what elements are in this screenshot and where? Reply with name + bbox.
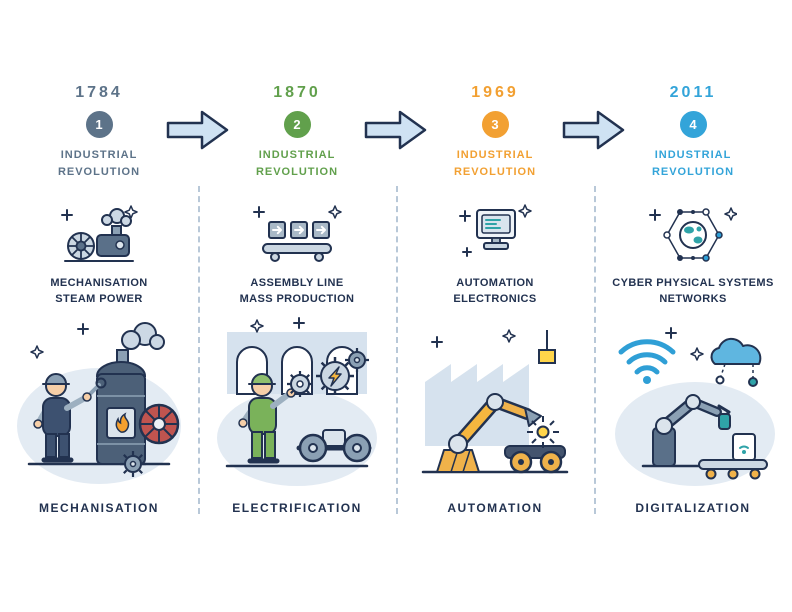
revolution-title-line1: INDUSTRIAL [258,149,336,161]
column-gap [166,84,229,515]
axle-machine [296,428,372,463]
revolution-title-line1: INDUSTRIAL [60,149,138,161]
revolution-number: 4 [689,117,697,132]
steam-smoke [121,321,165,350]
dashed-divider [594,186,596,514]
illustration-box [13,312,185,495]
year-label: 1870 [273,84,321,101]
gear-with-bolt [316,347,369,395]
conveyor-belt [698,458,768,480]
feature-line1: ASSEMBLY LINE [250,277,344,289]
network-globe-icon [649,207,737,262]
revolution-number-badge: 3 [481,111,509,138]
worker [238,370,313,464]
steam-engine-icon [61,205,138,262]
stage-caption: DIGITALIZATION [635,500,751,515]
column-digitalization: 2011 4 INDUSTRIAL REVOLUTION [605,84,781,515]
revolution-title: INDUSTRIAL REVOLUTION [652,147,734,180]
revolution-number-badge: 1 [85,111,113,138]
revolution-title: INDUSTRIAL REVOLUTION [454,147,536,180]
feature-icon [649,202,737,268]
feature-line2: STEAM POWER [55,292,143,305]
column-mechanisation: 1784 1 INDUSTRIAL REVOLUTION [11,84,187,515]
car-chassis [504,444,566,474]
revolution-title-line2: REVOLUTION [453,165,537,178]
welding-spark [527,415,559,448]
arrow-right-icon [364,110,427,150]
feature-label: MECHANISATION STEAM POWER [50,276,147,308]
column-gap [562,84,625,515]
revolution-title: INDUSTRIAL REVOLUTION [58,147,140,180]
electrification-illustration [217,316,377,486]
digitalization-illustration [615,326,775,486]
wifi-icon [618,339,676,384]
dashed-divider [198,186,200,514]
year-label: 2011 [669,84,717,101]
gear-icon [120,450,146,477]
year-label: 1969 [471,84,519,101]
mechanisation-illustration [17,321,181,484]
column-gap [364,84,427,515]
revolution-title-line1: INDUSTRIAL [654,149,732,161]
revolution-title-line1: INDUSTRIAL [456,149,534,161]
flywheel [138,403,180,445]
feature-line1: MECHANISATION [50,277,148,289]
year-label: 1784 [75,84,123,101]
stage-caption: ELECTRIFICATION [232,500,362,515]
feature-icon [251,202,343,268]
feature-icon [453,202,537,268]
feature-line2: NETWORKS [659,292,727,305]
feature-line1: AUTOMATION [456,277,534,289]
robot-arm [436,392,542,473]
feature-label: AUTOMATION ELECTRONICS [453,276,536,308]
stage-caption: AUTOMATION [447,500,543,515]
illustration-box [607,312,779,495]
revolution-title: INDUSTRIAL REVOLUTION [256,147,338,180]
automation-illustration [421,329,569,474]
column-electrification: 1870 2 INDUSTRIAL REVOLUTION [209,84,385,515]
column-automation: 1969 3 INDUSTRIAL REVOLUTION [407,84,583,515]
feature-line2: ELECTRONICS [453,292,537,305]
revolution-title-line2: REVOLUTION [651,165,735,178]
feature-line2: MASS PRODUCTION [239,292,355,305]
stage-caption: MECHANISATION [39,500,159,515]
feature-icon [57,202,141,268]
conveyor-belt-icon [253,205,342,262]
arrow-right-icon [562,110,625,150]
feature-line1: CYBER PHYSICAL SYSTEMS [612,277,774,289]
revolution-number-badge: 2 [283,111,311,138]
tablet [732,432,756,461]
revolution-number: 1 [95,117,103,132]
feature-label: ASSEMBLY LINE MASS PRODUCTION [240,276,355,308]
worker [33,372,107,463]
arrow-right-icon [166,110,229,150]
illustration-box [409,312,581,495]
revolution-number: 2 [293,117,301,132]
desktop-computer-icon [459,204,532,257]
hand-gear-icon [287,370,313,397]
revolution-number-badge: 4 [679,111,707,138]
revolution-title-line2: REVOLUTION [255,165,339,178]
timeline: 1784 1 INDUSTRIAL REVOLUTION [11,84,781,515]
robot-arm [652,393,731,467]
steam-boiler [95,360,147,465]
illustration-box [211,312,383,495]
cloud-icon [710,337,762,387]
feature-label: CYBER PHYSICAL SYSTEMS NETWORKS [612,276,773,308]
dashed-divider [396,186,398,514]
revolution-number: 3 [491,117,499,132]
revolution-title-line2: REVOLUTION [57,165,141,178]
